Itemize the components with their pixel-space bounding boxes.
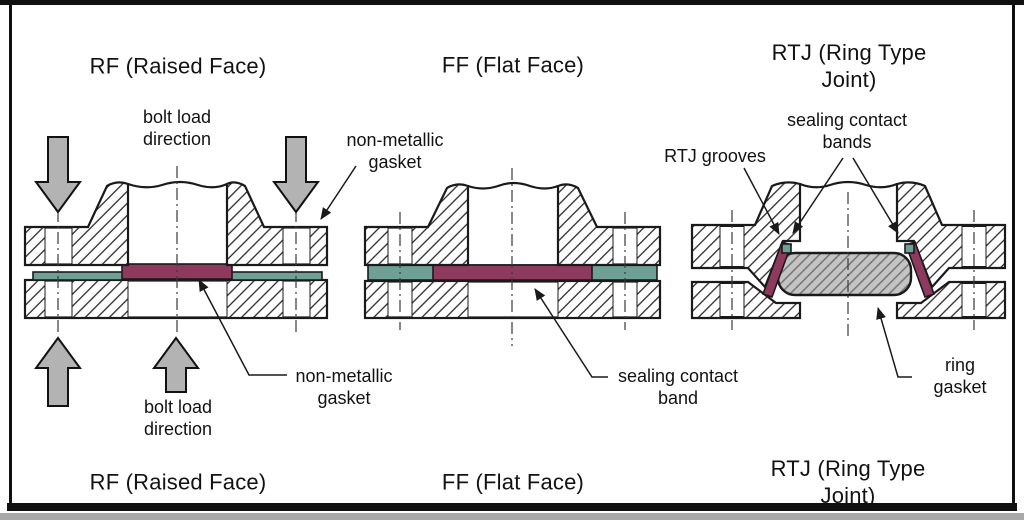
rf-gasket-top-leader <box>320 165 357 220</box>
frame-left-border <box>9 3 12 508</box>
rf-bolt-load-label-bottom: bolt load direction <box>143 397 213 439</box>
rtj-grooves-label: RTJ grooves <box>664 146 766 167</box>
rtj-bands-leader-left <box>792 157 844 234</box>
ff-sealing-band-label: sealing contact band <box>617 366 739 408</box>
frame-right-border <box>1012 3 1015 508</box>
rf-bolt-load-arrow-down-right <box>272 136 320 214</box>
rtj-upper-flange-left <box>690 181 802 290</box>
ff-band-leader <box>534 288 608 378</box>
rtj-pipe-break-line <box>799 180 898 189</box>
rf-gasket-bottom-leader <box>198 279 287 376</box>
rtj-ring-gasket-label: ring gasket <box>933 355 987 397</box>
ff-pipe-break-line <box>467 181 559 190</box>
rf-pipe-break-line <box>127 180 228 189</box>
rf-cross-section <box>23 136 329 407</box>
rf-gasket-label-bottom: non-metallic gasket <box>295 366 393 408</box>
leader-lines <box>198 157 912 378</box>
rf-bolt-load-arrow-up-center <box>152 336 200 393</box>
rtj-upper-flange-right <box>895 181 1007 290</box>
rtj-title-bottom: RTJ (Ring Type Joint) <box>770 456 926 508</box>
rtj-ring-gasket <box>776 251 913 297</box>
rtj-lower-flange-right <box>895 280 1007 320</box>
ff-upper-flange-left <box>363 183 470 267</box>
rtj-groove-corner-left <box>781 243 792 254</box>
frame-bottom-shadow <box>0 513 1024 520</box>
frame-bottom-border <box>7 503 1017 511</box>
rtj-groove-corner-right <box>904 243 915 254</box>
rf-bolt-load-label-top: bolt load direction <box>142 107 212 149</box>
rtj-ring-leader <box>876 307 912 378</box>
rf-title-top: RF (Raised Face) <box>89 53 267 79</box>
rtj-bands-leader-right <box>852 157 899 234</box>
ff-title-bottom: FF (Flat Face) <box>441 469 585 495</box>
rtj-cross-section <box>690 180 1007 340</box>
ff-upper-flange-right <box>556 183 662 267</box>
rf-upper-flange-right <box>225 181 329 267</box>
rtj-title-top: RTJ (Ring Type Joint) <box>771 40 927 92</box>
rtj-sealing-bands-label: sealing contact bands <box>786 110 908 152</box>
ff-title-top: FF (Flat Face) <box>441 52 585 78</box>
rtj-grooves-leader <box>743 167 780 235</box>
rf-upper-flange-left <box>23 181 130 267</box>
rf-gasket-label-top: non-metallic gasket <box>346 130 444 172</box>
ff-lower-bore <box>467 281 559 318</box>
rf-bolt-load-arrow-down-left <box>34 136 82 214</box>
ff-cross-section <box>363 168 662 346</box>
rf-bolt-load-arrow-up-left <box>34 336 82 407</box>
rf-title-bottom: RF (Raised Face) <box>89 469 267 495</box>
frame-top-border <box>0 0 1024 5</box>
rtj-lower-flange-left <box>690 280 802 320</box>
